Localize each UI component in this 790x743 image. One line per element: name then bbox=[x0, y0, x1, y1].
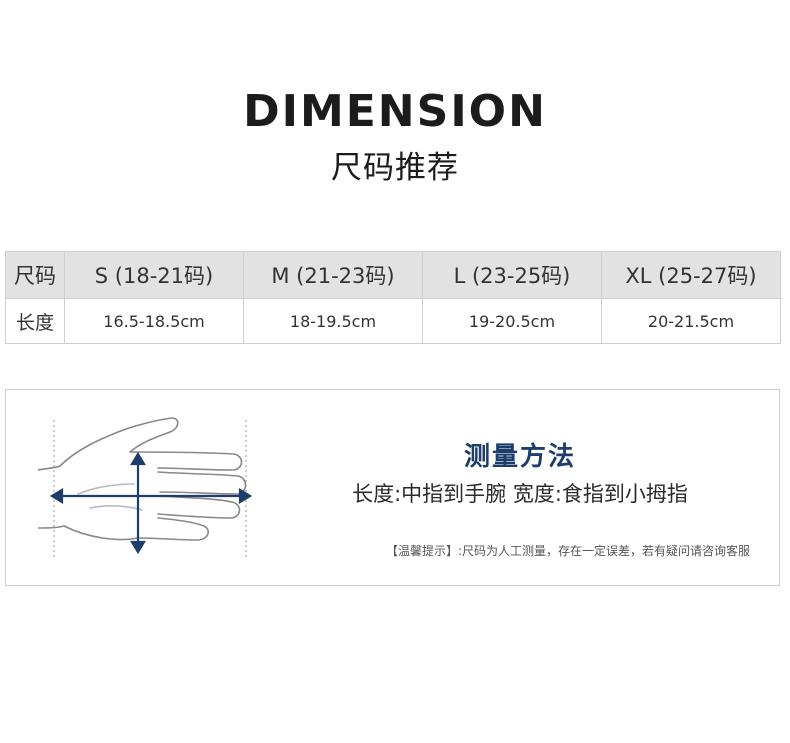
page-title: DIMENSION bbox=[243, 86, 547, 137]
length-cell-l: 19-20.5cm bbox=[422, 298, 602, 344]
measure-tip: 【温馨提示】:尺码为人工测量，存在一定误差，若有疑问请咨询客服 bbox=[385, 544, 750, 558]
size-row: 尺码 S (18-21码) M (21-23码) L (23-25码) XL (… bbox=[5, 251, 781, 299]
size-table: 尺码 S (18-21码) M (21-23码) L (23-25码) XL (… bbox=[5, 251, 781, 344]
hand-measure-illustration bbox=[38, 417, 253, 560]
size-cell-xl: XL (25-27码) bbox=[601, 251, 781, 299]
size-row-label: 尺码 bbox=[5, 251, 65, 299]
length-cell-m: 18-19.5cm bbox=[243, 298, 423, 344]
size-cell-s: S (18-21码) bbox=[64, 251, 244, 299]
length-cell-s: 16.5-18.5cm bbox=[64, 298, 244, 344]
length-row: 长度 16.5-18.5cm 18-19.5cm 19-20.5cm 20-21… bbox=[5, 298, 781, 344]
page-subtitle: 尺码推荐 bbox=[331, 150, 459, 186]
size-cell-l: L (23-25码) bbox=[422, 251, 602, 299]
length-cell-xl: 20-21.5cm bbox=[601, 298, 781, 344]
length-row-label: 长度 bbox=[5, 298, 65, 344]
measurement-panel bbox=[5, 389, 780, 586]
measure-description: 长度:中指到手腕 宽度:食指到小拇指 bbox=[352, 482, 688, 506]
size-cell-m: M (21-23码) bbox=[243, 251, 423, 299]
measure-title: 测量方法 bbox=[463, 442, 576, 472]
